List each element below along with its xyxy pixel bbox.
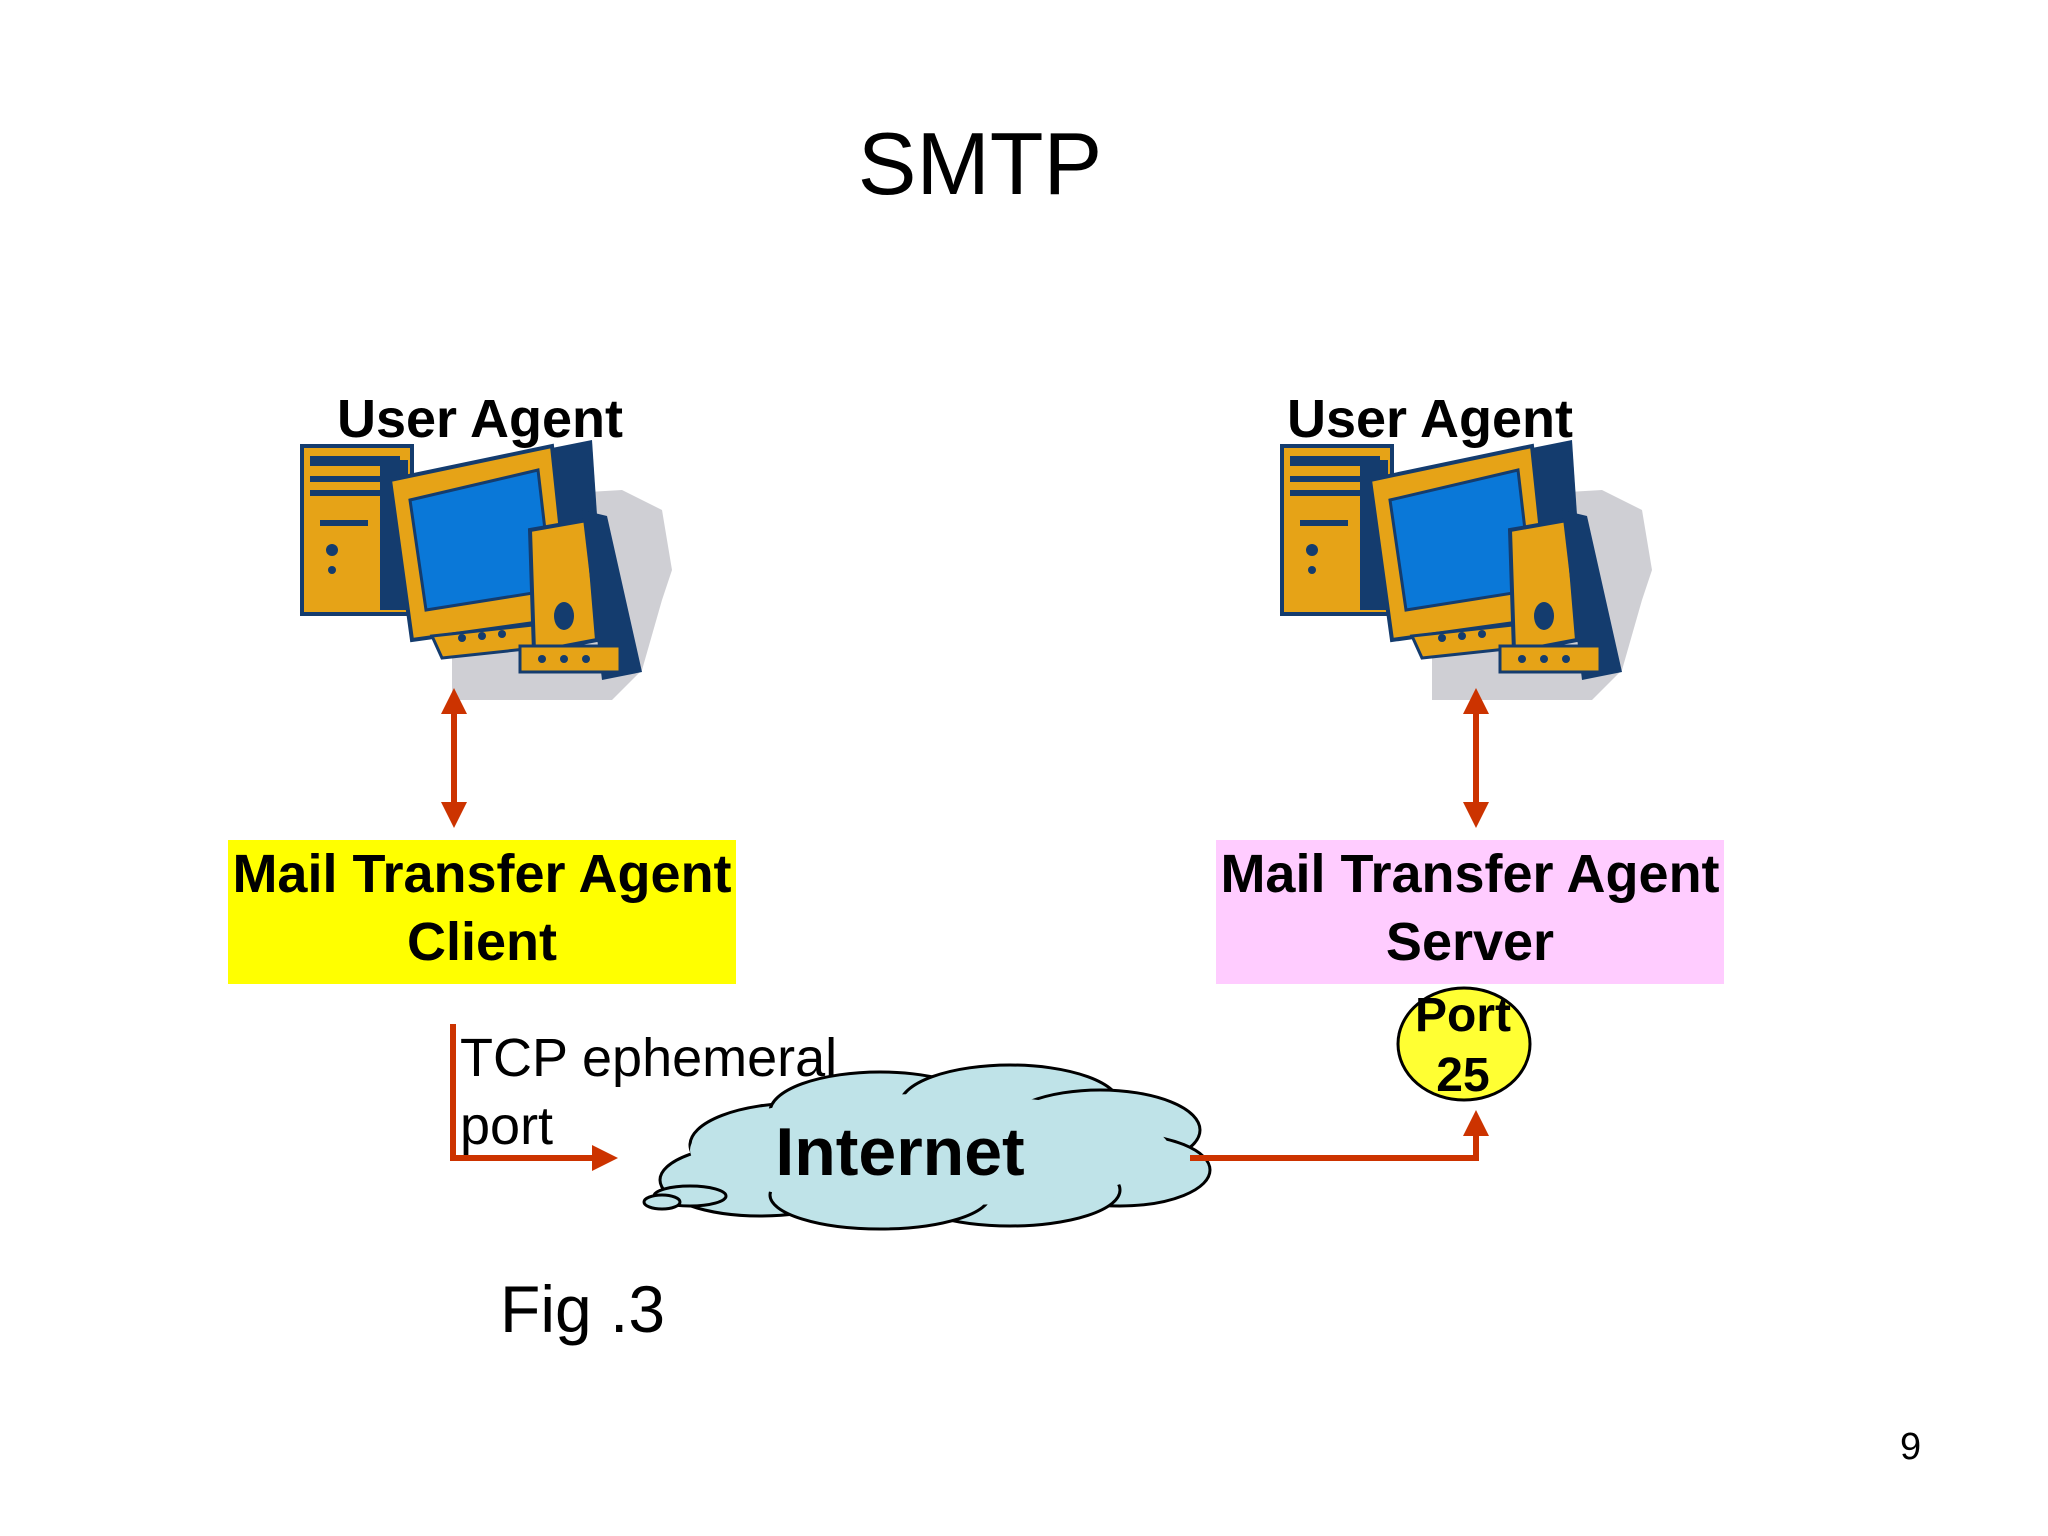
user-agent-label-right: User Agent bbox=[1286, 389, 1574, 449]
tcp-line1: TCP ephemeral bbox=[460, 1028, 838, 1088]
mta-client-line1: Mail Transfer Agent bbox=[232, 844, 732, 904]
figure-caption: Fig .3 bbox=[500, 1272, 666, 1346]
tcp-line2: port bbox=[460, 1096, 554, 1156]
tcp-port-label: TCP ephemeral port bbox=[460, 1024, 837, 1160]
mta-server-line2: Server bbox=[1385, 912, 1555, 972]
port-label: Port 25 bbox=[1398, 986, 1528, 1106]
mta-server-line1: Mail Transfer Agent bbox=[1220, 844, 1720, 904]
port-badge bbox=[1396, 986, 1532, 1102]
port-line2: 25 bbox=[1436, 1049, 1490, 1102]
page-number: 9 bbox=[1900, 1426, 1922, 1468]
port-line1: Port bbox=[1415, 989, 1511, 1042]
desktop-computer-icon bbox=[1280, 438, 1654, 702]
arrow-client-to-internet bbox=[450, 1024, 618, 1171]
arrow-internet-to-server bbox=[1190, 1110, 1489, 1161]
slide-title: SMTP bbox=[857, 114, 1103, 213]
double-arrow-left bbox=[441, 688, 467, 828]
cloud-icon bbox=[642, 1063, 1212, 1231]
double-arrow-right bbox=[1463, 688, 1489, 828]
desktop-computer-icon bbox=[300, 438, 674, 702]
mta-server-box: Mail Transfer Agent Server bbox=[1216, 840, 1724, 984]
internet-label: Internet bbox=[775, 1114, 1025, 1190]
user-agent-label-left: User Agent bbox=[336, 389, 624, 449]
mta-client-line2: Client bbox=[406, 912, 557, 972]
mta-client-box: Mail Transfer Agent Client bbox=[228, 840, 736, 984]
